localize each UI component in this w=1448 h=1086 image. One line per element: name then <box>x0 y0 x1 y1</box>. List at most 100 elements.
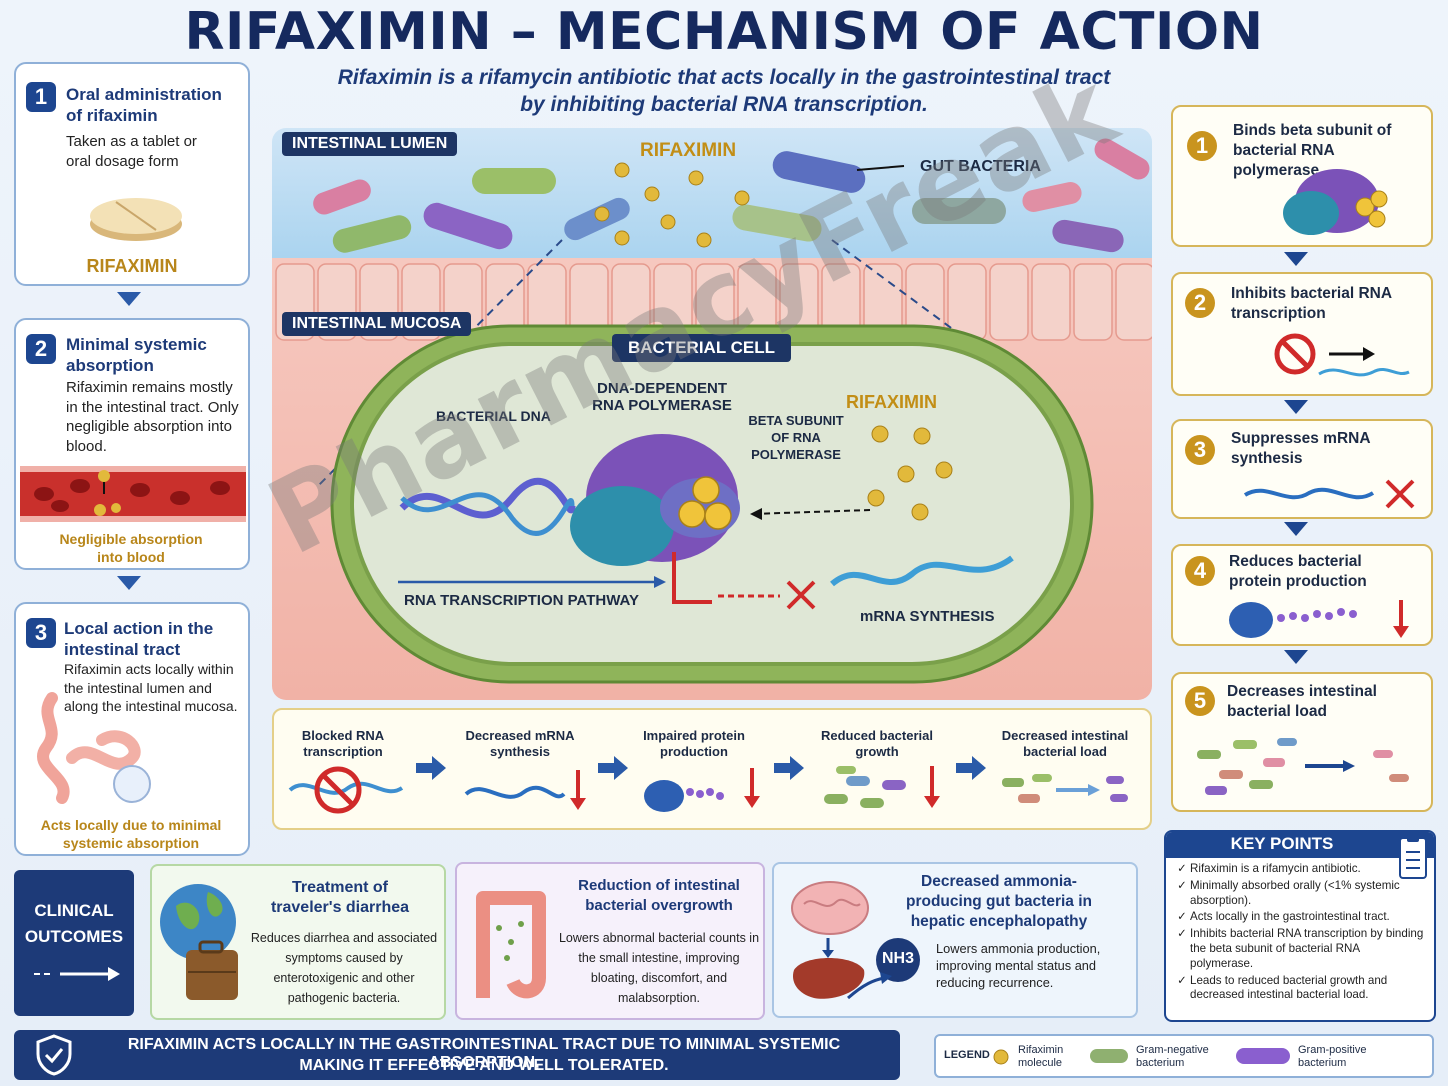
left-step-1-caption: RIFAXIMIN <box>86 256 178 276</box>
outcome-2-text: Lowers abnormal bacterial counts in the … <box>558 931 760 1005</box>
gut-bacteria-label: GUT BACTERIA <box>920 158 1041 175</box>
key-point-item: Minimally absorbed orally (<1% systemic … <box>1190 879 1424 909</box>
arrow-right-icon <box>774 756 804 780</box>
right-step-4-text: Reduces bacterial protein production <box>1229 553 1367 590</box>
key-points-list: Rifaximin is a rifamycin antibiotic. Min… <box>1174 862 1424 1005</box>
process-step-5-label: Decreased intestinal bacterial load <box>1001 728 1129 759</box>
right-step-5-card: 5 Decreases intestinal bacterial load <box>1171 672 1433 812</box>
step-number-badge: 3 <box>1185 435 1215 465</box>
right-step-5-text: Decreases intestinal bacterial load <box>1227 683 1377 720</box>
page-subtitle: Rifaximin is a rifamycin antibiotic that… <box>250 64 1198 118</box>
intestinal-lumen-tag: INTESTINAL LUMEN <box>282 132 458 156</box>
outcome-card-travelers-diarrhea: Treatment of traveler's diarrhea Reduces… <box>150 864 446 1020</box>
left-step-3-caption: Acts locally due to minimal systemic abs… <box>40 817 222 851</box>
step-number-badge: 1 <box>26 82 56 112</box>
subtitle-line-1: Rifaximin is a rifamycin antibiotic that… <box>337 66 1111 89</box>
decreased-load-icon <box>1002 774 1128 803</box>
reduced-growth-icon <box>824 766 940 808</box>
colon-icon <box>476 891 546 999</box>
down-arrow-icon <box>1284 522 1308 536</box>
blocked-transcription-icon <box>288 766 404 814</box>
inhibit-transcription-icon <box>1274 333 1410 377</box>
intestinal-mucosa-tag: INTESTINAL MUCOSA <box>282 312 472 336</box>
key-point-item: Inhibits bacterial RNA transcription by … <box>1190 927 1424 971</box>
legend-item-gram-positive: Gram-positive bacterium <box>1298 1044 1367 1069</box>
footer-banner: RIFAXIMIN ACTS LOCALLY IN THE GASTROINTE… <box>14 1030 900 1080</box>
step-number-badge: 5 <box>1185 686 1215 716</box>
down-arrow-icon <box>1284 252 1308 266</box>
decreased-bacterial-load-icon <box>1197 738 1409 795</box>
rifaximin-cell-label: RIFAXIMIN <box>846 392 938 412</box>
step-number-badge: 4 <box>1185 556 1215 586</box>
bacterial-cell-tag: BACTERIAL CELL <box>612 334 792 362</box>
subtitle-line-2: by inhibiting bacterial RNA transcriptio… <box>520 93 928 116</box>
arrow-right-icon <box>956 756 986 780</box>
key-points-panel: KEY POINTS Rifaximin is a rifamycin anti… <box>1164 830 1436 1022</box>
rifaximin-molecule-icon <box>993 1049 1009 1065</box>
right-step-2-card: 2 Inhibits bacterial RNA transcription <box>1171 272 1433 396</box>
right-step-2-text: Inhibits bacterial RNA transcription <box>1231 285 1392 322</box>
outcome-card-bacterial-overgrowth: Reduction of intestinal bacterial overgr… <box>455 862 765 1020</box>
gram-negative-icon <box>1090 1049 1128 1063</box>
polymerase-binding-icon <box>1283 169 1388 235</box>
outcome-2-title: Reduction of intestinal bacterial overgr… <box>578 877 740 914</box>
arrow-right-icon <box>598 756 628 780</box>
left-step-2-text: Rifaximin remains mostly in the intestin… <box>66 379 239 455</box>
left-step-3-title: Local action in the intestinal tract <box>64 619 214 659</box>
key-point-item: Leads to reduced bacterial growth and de… <box>1190 974 1424 1004</box>
tablet-icon <box>90 198 182 241</box>
legend-title: LEGEND <box>944 1049 990 1061</box>
key-point-item: Rifaximin is a rifamycin antibiotic. <box>1190 862 1424 877</box>
rna-polymerase-label: DNA-DEPENDENT RNA POLYMERASE <box>592 380 732 414</box>
left-step-2-card: 2 Minimal systemic absorption Rifaximin … <box>14 318 250 570</box>
beta-subunit-label: BETA SUBUNIT OF RNA POLYMERASE <box>748 413 844 462</box>
legend-item-rifaximin: Rifaximin molecule <box>1018 1044 1064 1069</box>
step-number-badge: 3 <box>26 618 56 648</box>
rna-transcription-pathway-label: RNA TRANSCRIPTION PATHWAY <box>404 592 640 609</box>
left-step-1-text: Taken as a tablet or oral dosage form <box>66 133 197 170</box>
decreased-mrna-icon <box>464 770 586 810</box>
nh3-label: NH3 <box>881 950 914 967</box>
reduced-protein-icon <box>1229 600 1409 638</box>
key-point-item: Acts locally in the gastrointestinal tra… <box>1190 910 1424 925</box>
outcome-card-hepatic-encephalopathy: NH3 Decreased ammonia-producing gut bact… <box>772 862 1138 1018</box>
outcome-1-text: Reduces diarrhea and associated symptoms… <box>250 931 438 1005</box>
brain-liver-icon <box>791 881 920 1000</box>
left-step-3-text: Rifaximin acts locally within the intest… <box>64 661 238 714</box>
clipboard-icon <box>1399 834 1427 879</box>
outcome-3-text: Lowers ammonia production, improving men… <box>936 941 1101 990</box>
dashed-arrow-icon <box>34 967 120 981</box>
right-step-4-card: 4 Reduces bacterial protein production <box>1171 544 1433 646</box>
right-step-1-card: 1 Binds beta subunit of bacterial RNA po… <box>1171 105 1433 247</box>
down-arrow-icon <box>1284 400 1308 414</box>
down-arrow-icon <box>117 292 141 306</box>
mrna-synthesis-label: mRNA SYNTHESIS <box>860 608 995 625</box>
right-step-1-text: Binds beta subunit of bacterial RNA poly… <box>1233 122 1392 179</box>
mechanism-illustration: INTESTINAL LUMEN RIFAXIMIN GUT BACTERIA … <box>272 128 1152 700</box>
process-step-3-label: Impaired protein production <box>643 728 745 759</box>
down-arrow-icon <box>1284 650 1308 664</box>
footer-line-1: RIFAXIMIN ACTS LOCALLY IN THE GASTROINTE… <box>127 1036 841 1071</box>
shield-check-icon <box>36 1034 72 1076</box>
right-step-3-text: Suppresses mRNA synthesis <box>1231 430 1370 467</box>
outcome-3-title: Decreased ammonia-producing gut bacteria… <box>905 873 1092 930</box>
down-arrow-icon <box>117 576 141 590</box>
legend-item-gram-negative: Gram-negative bacterium <box>1136 1044 1209 1069</box>
left-step-1-title: Oral administration of rifaximin <box>66 85 222 125</box>
illustration-background <box>272 128 1152 700</box>
key-points-title: KEY POINTS <box>1230 834 1334 853</box>
footer-line-2: MAKING IT EFFECTIVE AND WELL TOLERATED. <box>299 1057 669 1074</box>
step-number-badge: 1 <box>1187 131 1217 161</box>
globe-suitcase-icon <box>160 884 238 1000</box>
step-number-badge: 2 <box>1185 288 1215 318</box>
process-step-2-label: Decreased mRNA synthesis <box>465 728 575 759</box>
step-number-badge: 2 <box>26 334 56 364</box>
gram-positive-icon <box>1236 1048 1290 1064</box>
process-step-4-label: Reduced bacterial growth <box>821 728 933 759</box>
arrow-right-icon <box>416 756 446 780</box>
intestine-icon <box>37 692 151 804</box>
legend-box: LEGEND Rifaximin molecule Gram-negative … <box>934 1034 1434 1078</box>
process-strip: Blocked RNA transcription Decreased mRNA… <box>272 708 1152 830</box>
suppressed-mrna-icon <box>1243 479 1415 509</box>
right-step-3-card: 3 Suppresses mRNA synthesis <box>1171 419 1433 519</box>
